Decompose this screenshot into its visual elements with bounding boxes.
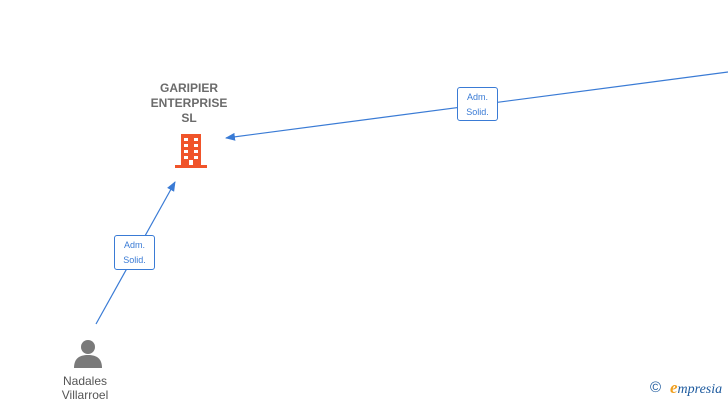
brand-initial: e — [670, 378, 678, 397]
person-icon[interactable] — [72, 338, 104, 370]
relation-label[interactable]: Adm. Solid. — [457, 87, 498, 121]
brand-rest: mpresia — [677, 382, 723, 397]
relation-label-line1: Adm. — [123, 240, 145, 250]
person-name[interactable]: Nadales Villarroel — [61, 374, 109, 402]
building-icon[interactable] — [175, 133, 207, 169]
relation-label[interactable]: Adm. Solid. — [114, 235, 155, 270]
company-name[interactable]: GARIPIER ENTERPRISE SL — [150, 81, 228, 125]
brand-logo[interactable]: empresia — [670, 378, 722, 400]
copyright-symbol: © — [650, 379, 662, 396]
relation-label-line1: Adm. — [466, 92, 488, 102]
relation-label-line2: Solid. — [466, 107, 489, 117]
relation-label-line2: Solid. — [123, 255, 146, 265]
